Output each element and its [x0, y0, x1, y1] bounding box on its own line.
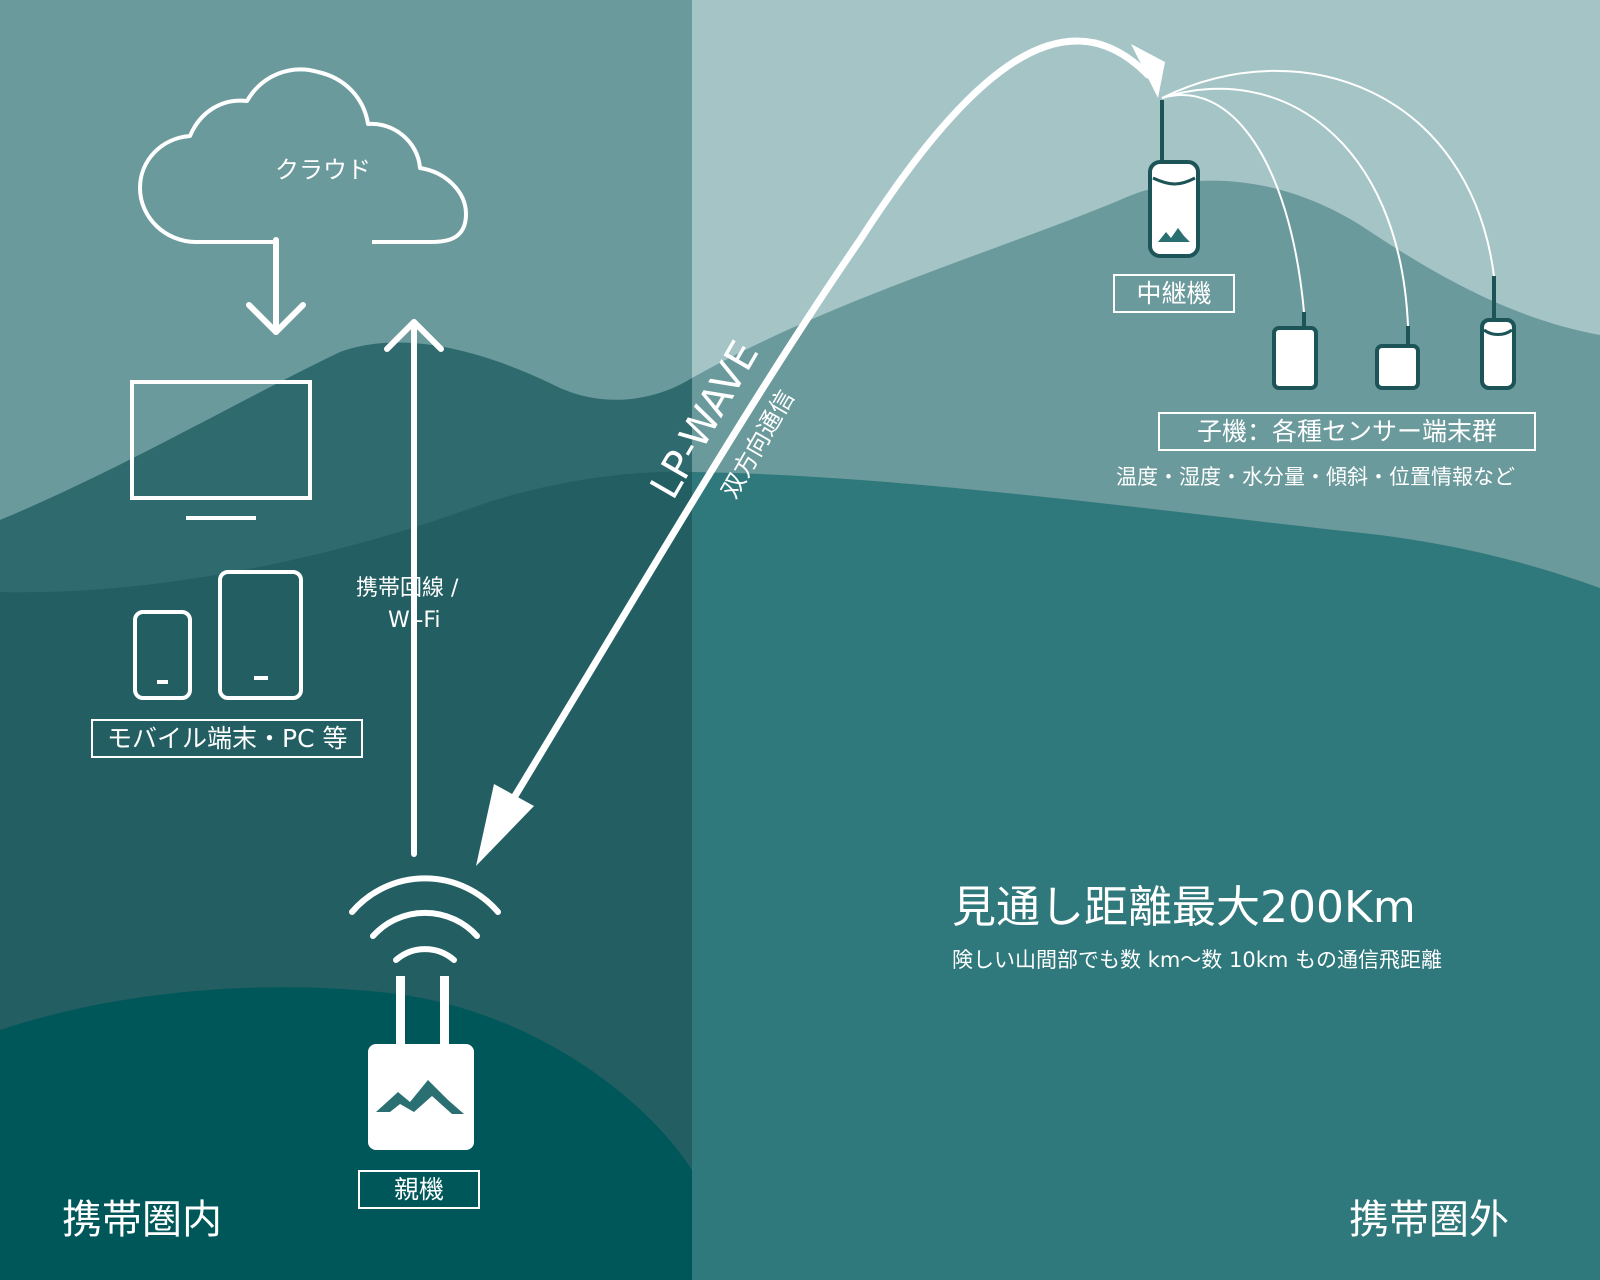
parent-label: 親機 [358, 1170, 480, 1209]
cloud-label: クラウド [275, 156, 371, 184]
link-label-line2: Wi-Fi [388, 608, 441, 633]
sensor-unit-icon [1272, 312, 1318, 390]
devices-label: モバイル端末・PC 等 [91, 719, 364, 758]
mountain-logo-icon [376, 1080, 464, 1114]
arrow-up-icon [384, 319, 444, 857]
lpwave-arrow-icon [476, 37, 1165, 866]
range-title: 見通し距離最大200Km [952, 882, 1416, 933]
zone-in-label: 携帯圏内 [62, 1197, 222, 1243]
tablet-icon [218, 570, 303, 700]
sensors-label: 温度・湿度・水分量・傾斜・位置情報など [1116, 465, 1515, 489]
link-label-line1: 携帯回線 / [356, 576, 459, 601]
child-label: 子機：各種センサー端末群 [1158, 412, 1536, 451]
mountain-logo-icon [1158, 228, 1190, 242]
zone-out-label: 携帯圏外 [1349, 1197, 1509, 1243]
smartphone-icon [133, 610, 192, 700]
range-subtitle: 険しい山間部でも数 km〜数 10km もの通信飛距離 [952, 948, 1442, 972]
wifi-waves-icon [349, 875, 501, 963]
monitor-icon [130, 380, 312, 520]
sensor-unit-icon [1375, 326, 1420, 390]
relay-label: 中継機 [1113, 274, 1235, 313]
sensor-unit-icon [1480, 276, 1516, 390]
cloud-icon [138, 67, 468, 244]
relay-links [1161, 69, 1495, 327]
right-near-hill [692, 472, 1600, 1280]
relay-unit-icon [1148, 100, 1200, 258]
arrow-down-icon [246, 237, 306, 335]
parent-unit-icon [368, 976, 474, 1150]
left-front-hill [0, 987, 692, 1280]
